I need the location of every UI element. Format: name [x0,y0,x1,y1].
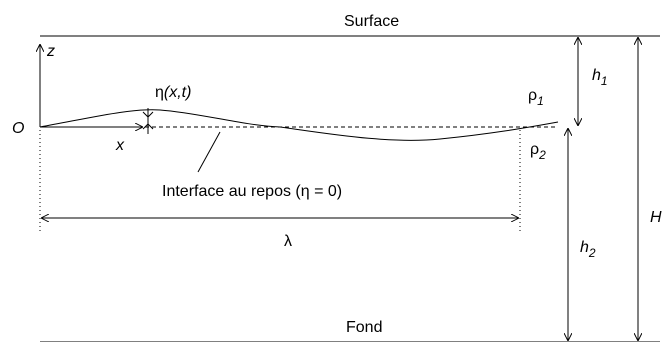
interface-wave [39,109,559,141]
rest-interface-leader [197,131,221,173]
origin-label: O [12,120,24,137]
rho1-symbol: ρ [528,87,537,104]
h1-label: h1 [592,67,608,88]
x-axis-label: x [115,137,125,154]
rest-interface-label: Interface au repos (η = 0) [162,183,342,200]
z-axis-label: z [46,43,55,60]
bottom-label: Fond [346,319,382,336]
surface-label: Surface [344,13,399,30]
h1-symbol: h [592,67,601,84]
total-depth-label: H [650,209,662,226]
rho1-label: ρ1 [528,87,544,108]
rho2-subscript: 2 [538,148,546,162]
eta-arguments: (x,t) [164,84,192,101]
h2-label: h2 [580,239,596,260]
h2-subscript: 2 [588,246,596,260]
h1-subscript: 1 [601,74,608,88]
rho1-subscript: 1 [537,94,544,108]
eta-marker-bottom-arrow [142,123,154,130]
h2-symbol: h [580,239,589,256]
rho2-symbol: ρ [530,141,539,158]
rho2-label: ρ2 [530,141,546,162]
eta-marker-top-arrow [142,111,154,118]
wavelength-label: λ [284,233,292,250]
eta-symbol: η [155,84,164,101]
eta-label: η(x,t) [155,84,191,101]
